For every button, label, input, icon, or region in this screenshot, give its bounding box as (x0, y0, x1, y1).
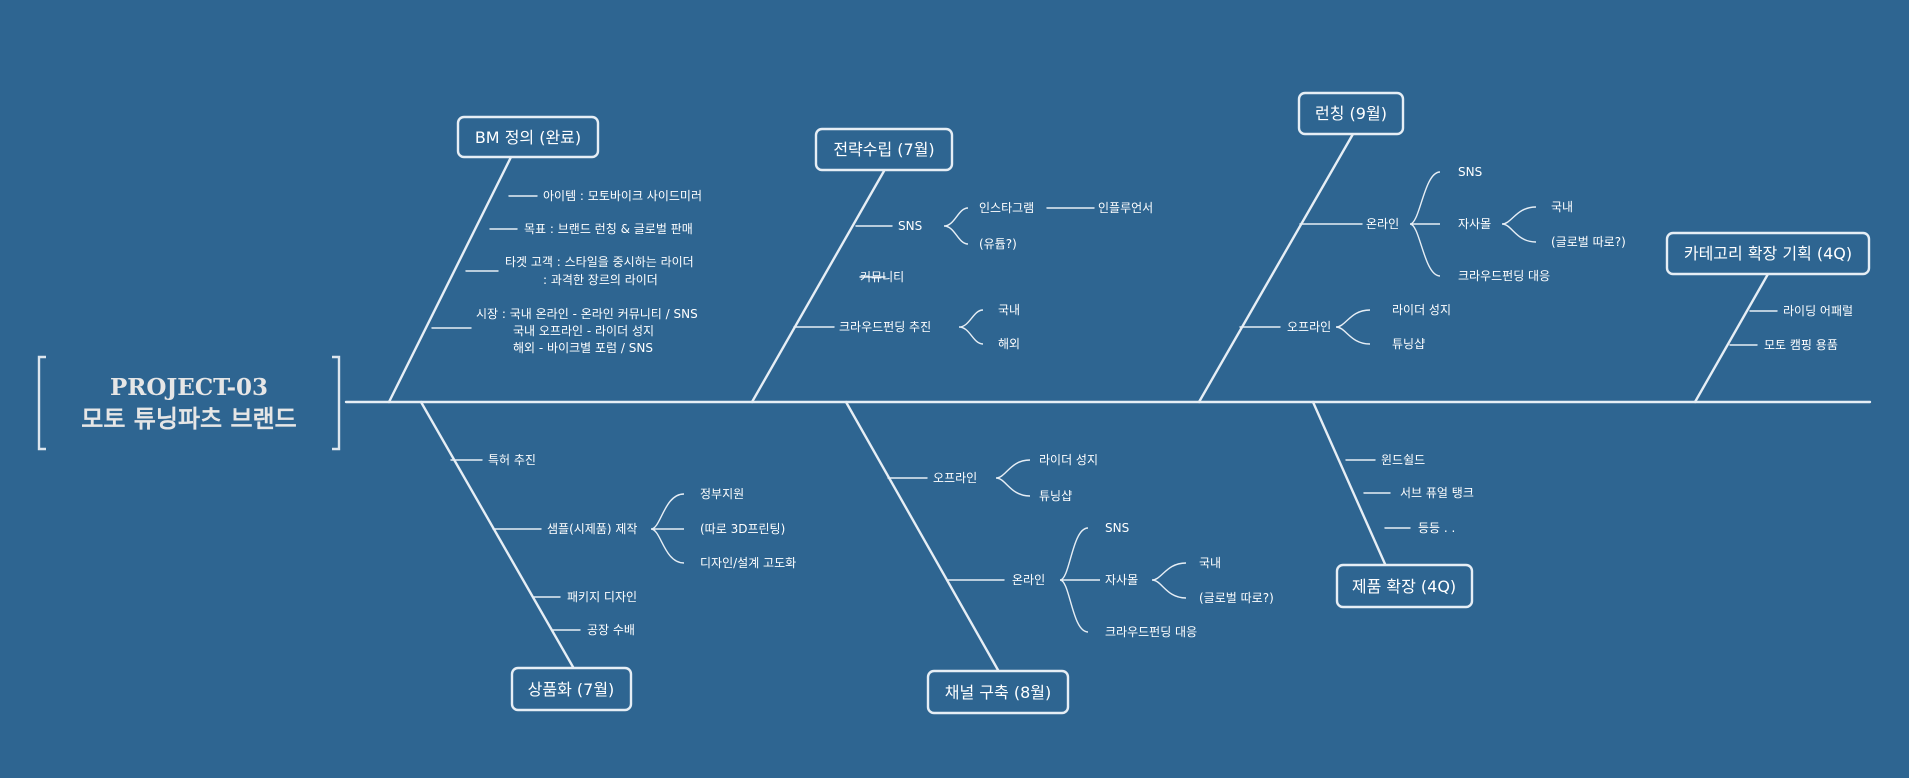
bm-target-1: 타겟 고객 : 스타일을 중시하는 라이더 (505, 255, 694, 269)
bm-goal: 목표 : 브랜드 런칭 & 글로벌 판매 (524, 222, 693, 236)
launch-online: 온라인 (1366, 217, 1399, 231)
productize-package: 패키지 디자인 (567, 590, 637, 604)
category-expand: 카테고리 확장 기획 (4Q) (1665, 231, 1871, 276)
bone-bm (387, 153, 514, 404)
channel-online: 온라인 (1012, 573, 1045, 587)
category-channel: 채널 구축 (8월) (926, 669, 1070, 715)
channel-own-mall: 자사몰 (1105, 573, 1138, 587)
launch-own-mall: 자사몰 (1458, 217, 1491, 231)
channel-sns: SNS (1105, 521, 1129, 535)
bone-productize (419, 400, 575, 669)
strategy-overseas: 해외 (998, 337, 1020, 351)
category-product-expand: 제품 확장 (4Q) (1335, 563, 1474, 609)
bm-market-3: 해외 - 바이크별 포럼 / SNS (513, 341, 653, 355)
bone-product-expand (1311, 400, 1387, 566)
category-expand-label: 카테고리 확장 기획 (4Q) (1684, 244, 1852, 263)
launch-global: (글로벌 따로?) (1551, 235, 1626, 249)
bone-launch (1197, 132, 1355, 404)
productize-patent: 특허 추진 (488, 453, 536, 467)
bm-market-1: 시장 : 국내 온라인 - 온라인 커뮤니티 / SNS (476, 307, 698, 321)
channel-global: (글로벌 따로?) (1199, 591, 1274, 605)
channel-rider-spot: 라이더 성지 (1039, 453, 1098, 467)
sub-bone-stubs (431, 195, 1778, 631)
channel-offline: 오프라인 (933, 471, 977, 485)
category-product-expand-label: 제품 확장 (4Q) (1352, 577, 1456, 596)
productize-sample: 샘플(시제품) 제작 (547, 522, 637, 536)
right-bracket (332, 355, 341, 451)
launch-domestic: 국내 (1551, 200, 1573, 214)
project-head: PROJECT-03 모토 튜닝파츠 브랜드 (37, 355, 341, 451)
productize-3d-print: (따로 3D프린팅) (700, 522, 785, 536)
category-channel-label: 채널 구축 (8월) (945, 683, 1051, 702)
category-strategy: 전략수립 (7월) (814, 127, 954, 172)
bm-market-2: 국내 오프라인 - 라이더 성지 (513, 324, 654, 338)
strategy-domestic: 국내 (998, 303, 1020, 317)
channel-domestic: 국내 (1199, 556, 1221, 570)
productize-design: 디자인/설계 고도화 (700, 556, 796, 570)
category-launch-label: 런칭 (9월) (1315, 104, 1387, 123)
project-title-line1: PROJECT-03 (110, 374, 268, 401)
expand-moto-camping: 모토 캠핑 용품 (1764, 338, 1838, 352)
project-title-line2: 모토 튜닝파츠 브랜드 (81, 405, 296, 433)
category-productize-label: 상품화 (7월) (528, 680, 615, 699)
strategy-influencer: 인플루언서 (1098, 201, 1153, 215)
launch-tuning-shop: 튜닝샵 (1392, 337, 1425, 351)
bm-item: 아이템 : 모토바이크 사이드미러 (543, 189, 702, 203)
productize-gov-support: 정부지원 (700, 487, 744, 501)
category-launch: 런칭 (9월) (1297, 91, 1405, 136)
launch-sns: SNS (1458, 165, 1482, 179)
product-windshield: 윈드쉴드 (1381, 453, 1425, 467)
category-bm: BM 정의 (완료) (456, 115, 600, 159)
strategy-youtube: (유튭?) (979, 237, 1017, 251)
channel-tuning-shop: 튜닝샵 (1039, 489, 1072, 503)
category-bm-label: BM 정의 (완료) (475, 128, 581, 147)
launch-rider-spot: 라이더 성지 (1392, 303, 1451, 317)
product-sub-fuel-tank: 서브 퓨얼 탱크 (1400, 486, 1474, 500)
bone-category-expand (1693, 272, 1770, 404)
launch-crowdfunding: 크라우드펀딩 대응 (1458, 269, 1550, 283)
strategy-community: 커뮤니티 (860, 270, 904, 284)
bone-strategy (750, 169, 886, 404)
bm-target-2: : 과격한 장르의 라이더 (543, 273, 658, 287)
strategy-instagram: 인스타그램 (979, 201, 1034, 215)
branch-connectors (650, 171, 1537, 633)
launch-offline: 오프라인 (1287, 320, 1331, 334)
left-bracket (37, 355, 46, 451)
category-productize: 상품화 (7월) (510, 666, 633, 712)
bone-channel (844, 400, 1000, 672)
strategy-crowdfunding: 크라우드펀딩 추진 (839, 320, 931, 334)
channel-crowdfunding: 크라우드펀딩 대응 (1105, 625, 1197, 639)
productize-factory: 공장 수배 (587, 623, 635, 637)
category-strategy-label: 전략수립 (7월) (833, 140, 934, 159)
expand-riding-apparel: 라이딩 어패럴 (1783, 304, 1853, 318)
strategy-sns: SNS (898, 219, 922, 233)
product-etc: 등등 . . (1418, 521, 1455, 535)
